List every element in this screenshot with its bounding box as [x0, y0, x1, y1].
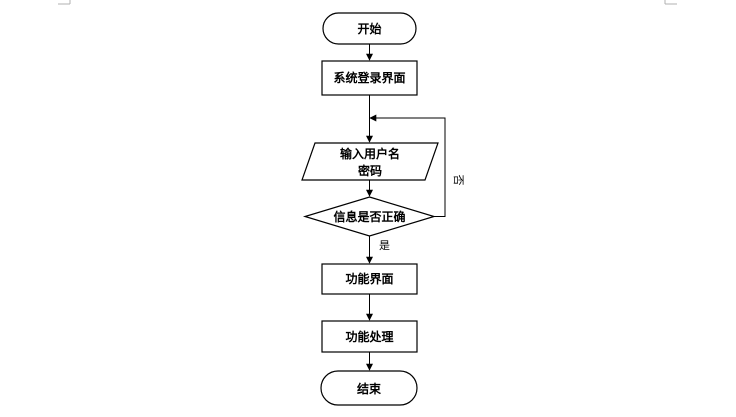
edge-yes-label: 是	[379, 239, 390, 252]
function-proc-node: 功能处理	[321, 320, 418, 353]
end-node: 结束	[320, 370, 418, 406]
decision-node: 信息是否正确	[302, 196, 437, 237]
login-label: 系统登录界面	[333, 70, 405, 85]
input-label-line1: 输入用户名	[340, 146, 400, 161]
edge-decision-no-loop	[369, 114, 446, 217]
decision-label: 信息是否正确	[333, 209, 405, 224]
login-node: 系统登录界面	[321, 60, 418, 96]
input-label-line2: 密码	[358, 163, 382, 178]
function-ui-label: 功能界面	[345, 271, 393, 286]
end-label: 结束	[357, 381, 382, 396]
start-node: 开始	[322, 12, 417, 45]
input-node: 输入用户名 密码	[301, 142, 439, 181]
page-corner-marks	[58, 0, 677, 5]
function-proc-label: 功能处理	[345, 329, 393, 344]
edge-no-label: 否	[452, 175, 465, 186]
start-label: 开始	[357, 21, 381, 36]
function-ui-node: 功能界面	[321, 263, 418, 295]
